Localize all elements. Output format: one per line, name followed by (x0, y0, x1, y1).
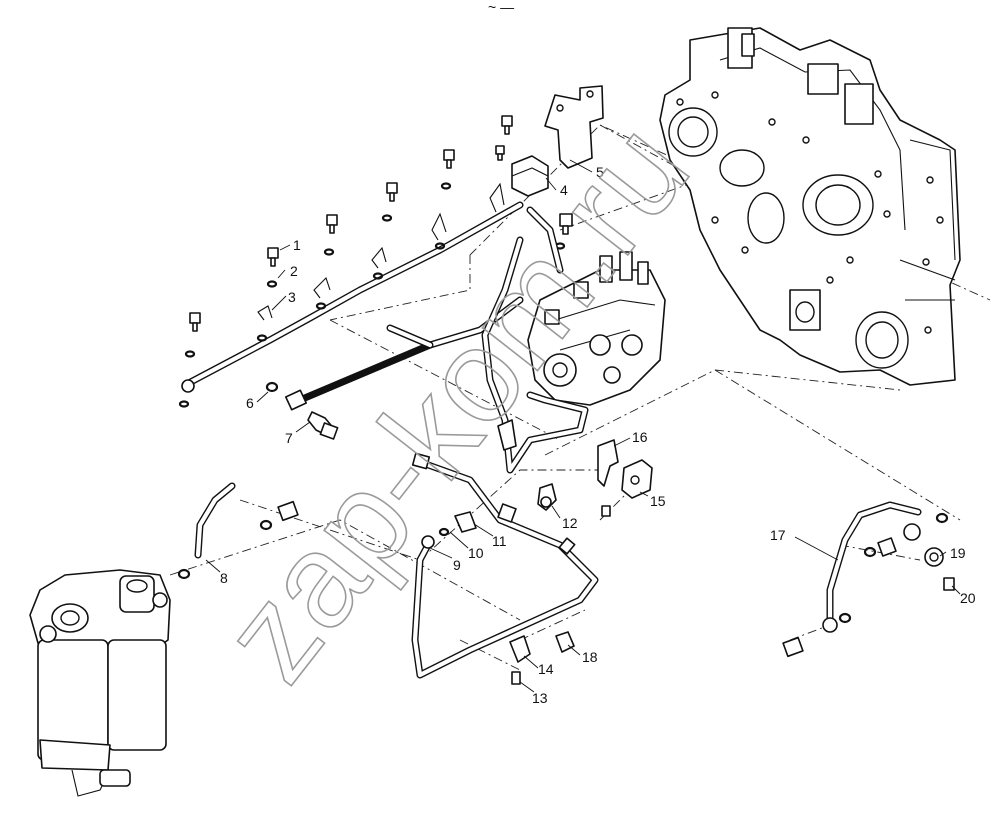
injector-bolts (184, 115, 573, 358)
oil-pipe (782, 501, 955, 658)
fuel-return-line (178, 182, 524, 408)
callout-12: 12 (562, 515, 578, 531)
bolt (495, 115, 513, 161)
pipe-clamp (621, 459, 653, 499)
callout-6: 6 (246, 395, 254, 411)
return-pipe (411, 452, 599, 679)
hose-clip (509, 635, 531, 685)
small-bracket (597, 439, 619, 517)
callout-4: 4 (560, 182, 568, 198)
callout-8: 8 (220, 570, 228, 586)
hose-assembly (265, 296, 524, 411)
callout-9: 9 (453, 557, 461, 573)
callout-20: 20 (960, 590, 976, 606)
callout-16: 16 (632, 429, 648, 445)
callout-19: 19 (950, 545, 966, 561)
clip (537, 483, 557, 511)
callout-15: 15 (650, 493, 666, 509)
banjo-fitting (438, 503, 517, 537)
bolt (381, 182, 398, 222)
callout-13: 13 (532, 690, 548, 706)
callout-7: 7 (285, 430, 293, 446)
callout-2: 2 (290, 263, 298, 279)
header-mark: ~ — (488, 0, 514, 15)
callout-18: 18 (582, 649, 598, 665)
bolt (440, 149, 455, 190)
callout-5: 5 (596, 164, 604, 180)
mounting-bracket (544, 85, 604, 169)
filter-hose (177, 482, 299, 580)
elbow-fitting (307, 411, 339, 440)
callout-1: 1 (293, 237, 301, 253)
injection-pump (527, 251, 666, 406)
bolt (323, 214, 338, 256)
bolt (184, 312, 201, 358)
callout-labels: 1 2 3 4 5 6 7 8 9 10 11 12 13 14 15 16 1… (220, 164, 976, 706)
callout-leaders (205, 159, 961, 693)
fuel-filter (29, 569, 171, 797)
callout-10: 10 (468, 545, 484, 561)
engine-gear-housing (659, 27, 961, 386)
callout-17: 17 (770, 527, 786, 543)
callout-11: 11 (492, 533, 507, 549)
fuel-pipe-loop (481, 206, 589, 474)
clamp-block (511, 155, 549, 197)
clip-small (555, 631, 575, 653)
callout-14: 14 (538, 661, 554, 677)
bolt (266, 247, 279, 288)
bolt (554, 213, 573, 250)
callout-3: 3 (288, 289, 296, 305)
watermark: zap-kom.ru (194, 96, 716, 707)
